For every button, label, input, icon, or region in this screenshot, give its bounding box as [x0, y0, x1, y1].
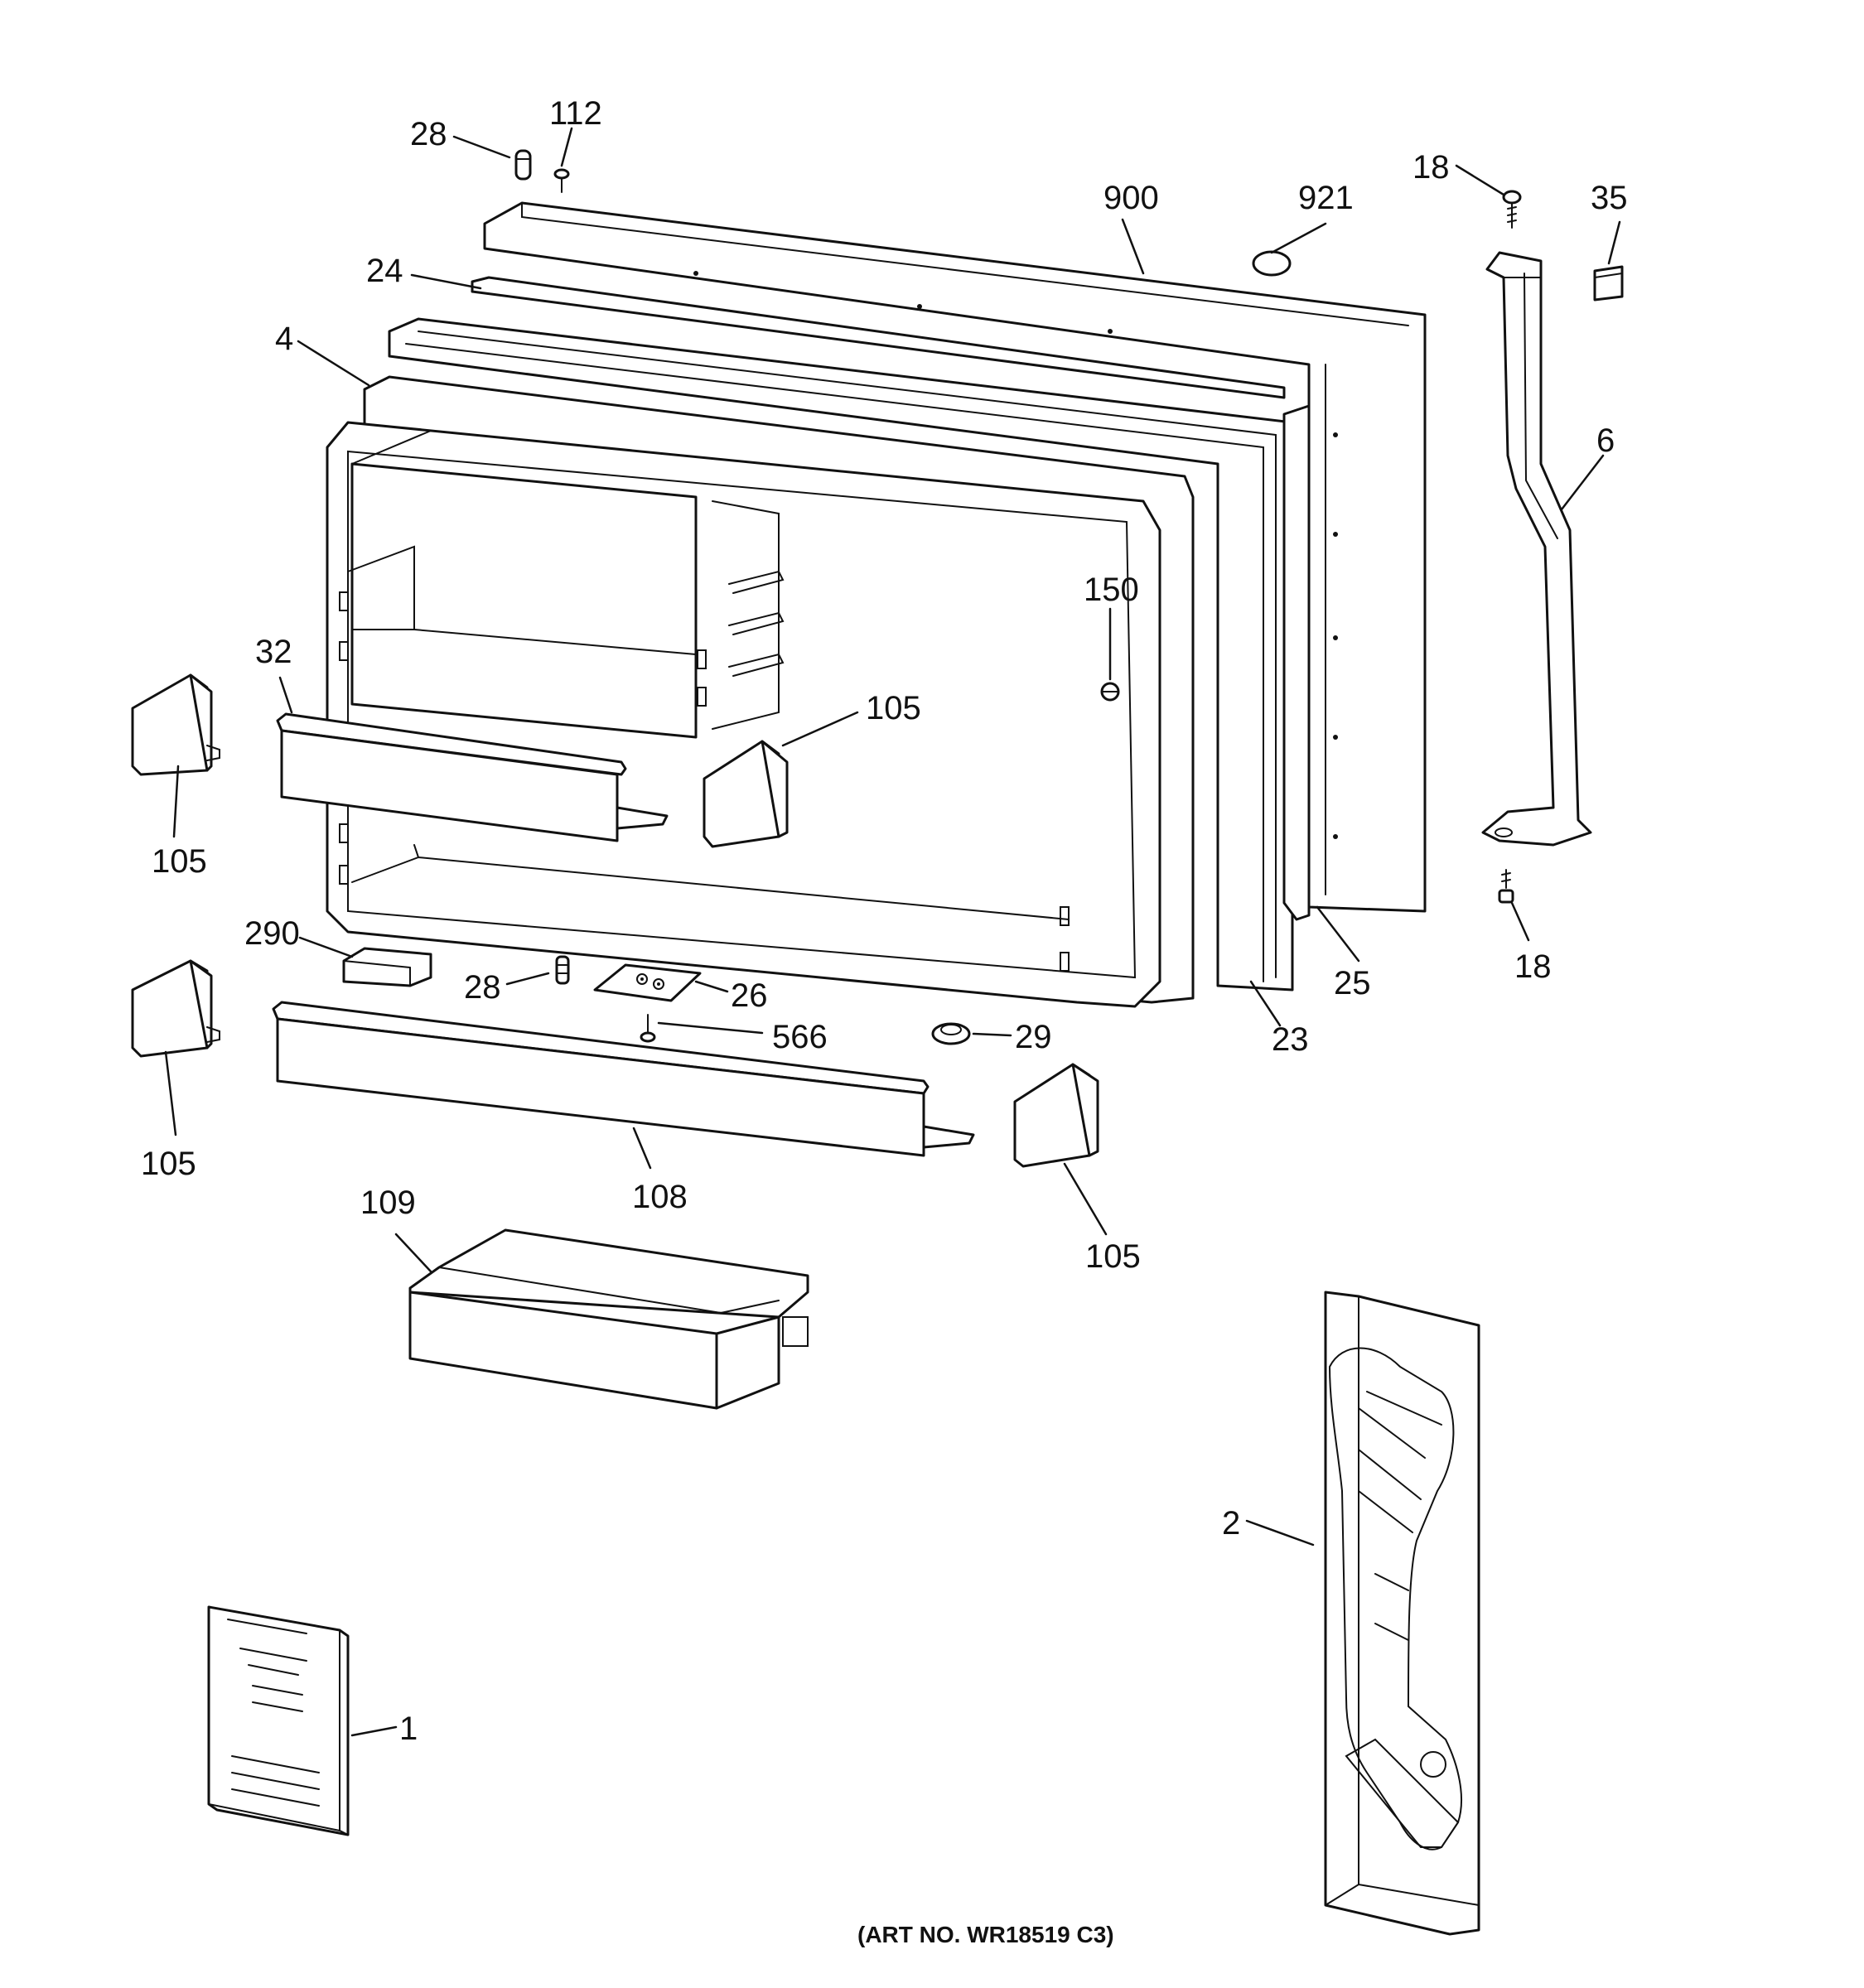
inner-door-liner: [326, 421, 1161, 1008]
label-109: 109: [360, 1185, 416, 1221]
door-bin-109: [408, 1228, 809, 1410]
label-1: 1: [399, 1711, 418, 1747]
cap-35: [1593, 265, 1624, 302]
label-24: 24: [366, 253, 403, 289]
stud-28-mid: [555, 955, 570, 985]
part-labels: 28 112 900 921 18 35 24 4 6 150 32 105 1…: [141, 95, 1628, 1947]
label-25: 25: [1334, 965, 1371, 1001]
shelf-bar-108: [272, 1001, 975, 1157]
shelf-end-105-left-lower: [131, 959, 220, 1058]
label-105-left-lower: 105: [141, 1146, 196, 1182]
label-18-top: 18: [1412, 149, 1450, 186]
art-number: (ART NO. WR18519 C3): [857, 1922, 1114, 1947]
label-32: 32: [255, 634, 292, 670]
shelf-end-105-center: [703, 740, 789, 848]
screw-150: [1100, 682, 1120, 702]
screw-18-top: [1502, 190, 1522, 229]
owners-manual-1: [207, 1605, 350, 1836]
grommet-29: [931, 1022, 971, 1045]
label-2: 2: [1222, 1505, 1240, 1542]
door-outer-panel-900: [483, 201, 1427, 913]
block-290: [342, 947, 432, 987]
label-921: 921: [1298, 180, 1354, 216]
label-28-mid: 28: [464, 969, 501, 1006]
screw-18-bottom: [1498, 869, 1514, 904]
stud-28-top: [514, 149, 532, 181]
breaker-strip-25: [1282, 404, 1311, 921]
label-4: 4: [275, 321, 293, 357]
label-290: 290: [244, 915, 300, 952]
shelf-bar-32: [276, 712, 669, 842]
label-26: 26: [731, 977, 768, 1014]
label-150: 150: [1084, 572, 1139, 608]
label-108: 108: [632, 1179, 688, 1215]
label-29: 29: [1015, 1019, 1052, 1055]
label-28-top: 28: [410, 116, 447, 152]
packaged-part-2: [1324, 1291, 1480, 1936]
label-105-left-upper: 105: [152, 843, 207, 880]
screw-566: [640, 1014, 656, 1043]
shelf-end-105-right: [1013, 1063, 1099, 1168]
door-handle-6: [1481, 251, 1592, 847]
leader-lines: [164, 127, 1621, 1737]
shelf-end-105-left-upper: [131, 673, 220, 776]
screw-112: [553, 168, 570, 193]
plug-921: [1252, 250, 1292, 277]
label-35: 35: [1591, 180, 1628, 216]
hinge-plate-26: [593, 963, 702, 1002]
label-105-center: 105: [866, 690, 921, 726]
label-112: 112: [549, 95, 602, 132]
label-18-bottom: 18: [1514, 948, 1552, 985]
label-566: 566: [772, 1019, 828, 1055]
label-105-right: 105: [1085, 1238, 1141, 1275]
label-23: 23: [1272, 1021, 1309, 1058]
label-6: 6: [1596, 422, 1615, 459]
label-900: 900: [1103, 180, 1159, 216]
